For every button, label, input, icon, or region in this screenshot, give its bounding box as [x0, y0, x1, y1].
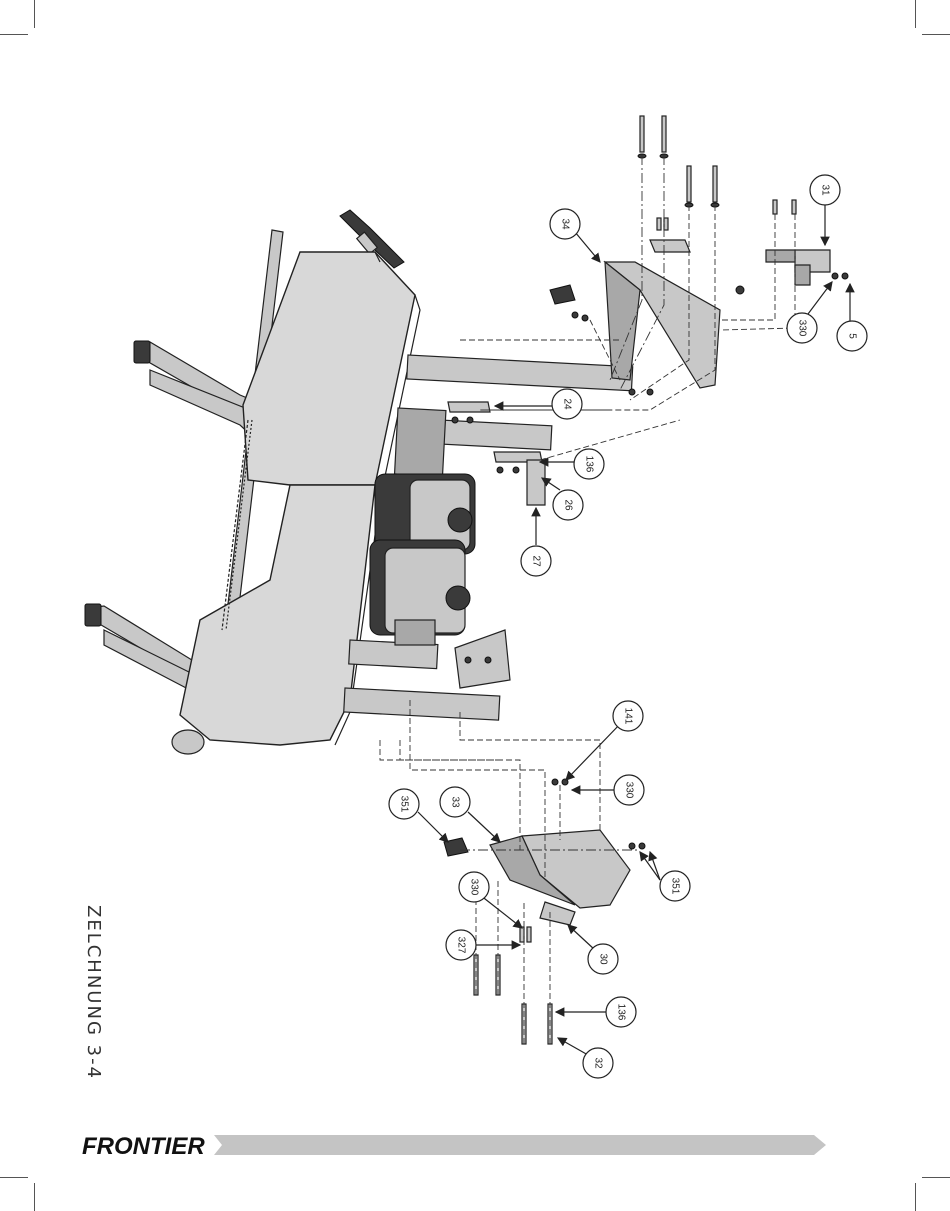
- svg-text:31: 31: [820, 184, 831, 196]
- callout-330: 330: [459, 872, 489, 902]
- callout-30: 30: [588, 944, 618, 974]
- callout-351: 351: [389, 789, 419, 819]
- svg-text:351: 351: [670, 878, 681, 895]
- callout-32: 32: [583, 1048, 613, 1078]
- callout-330: 330: [787, 313, 817, 343]
- bracket-34: [550, 116, 796, 388]
- callout-136: 136: [574, 449, 604, 479]
- bracket-33: [444, 630, 645, 1044]
- engine: [370, 474, 475, 645]
- svg-text:136: 136: [584, 456, 595, 473]
- svg-text:26: 26: [563, 499, 574, 511]
- callout-330: 330: [614, 775, 644, 805]
- svg-text:136: 136: [616, 1004, 627, 1021]
- callout-26: 26: [553, 490, 583, 520]
- callout-27: 27: [521, 546, 551, 576]
- svg-text:330: 330: [797, 320, 808, 337]
- brand-logo: FRONTIER: [82, 1133, 205, 1161]
- svg-text:5: 5: [847, 333, 858, 339]
- callout-327: 327: [446, 930, 476, 960]
- svg-text:34: 34: [560, 218, 571, 230]
- svg-text:32: 32: [593, 1057, 604, 1069]
- callout-33: 33: [440, 787, 470, 817]
- svg-text:330: 330: [624, 782, 635, 799]
- box-31: [766, 250, 848, 285]
- callout-136: 136: [606, 997, 636, 1027]
- svg-text:141: 141: [623, 708, 634, 725]
- callout-31: 31: [810, 175, 840, 205]
- callout-34: 34: [550, 209, 580, 239]
- callout-24: 24: [552, 389, 582, 419]
- callout-5: 5: [837, 321, 867, 351]
- svg-text:30: 30: [598, 953, 609, 965]
- drawing-title: ZELCHNUNG 3-4: [83, 905, 104, 1080]
- svg-text:33: 33: [450, 796, 461, 808]
- svg-text:351: 351: [399, 796, 410, 813]
- footer-bar: [214, 1135, 826, 1155]
- svg-text:330: 330: [469, 879, 480, 896]
- svg-text:327: 327: [456, 937, 467, 954]
- callout-141: 141: [613, 701, 643, 731]
- svg-text:27: 27: [531, 555, 542, 567]
- callout-351: 351: [660, 871, 690, 901]
- svg-text:24: 24: [562, 398, 573, 410]
